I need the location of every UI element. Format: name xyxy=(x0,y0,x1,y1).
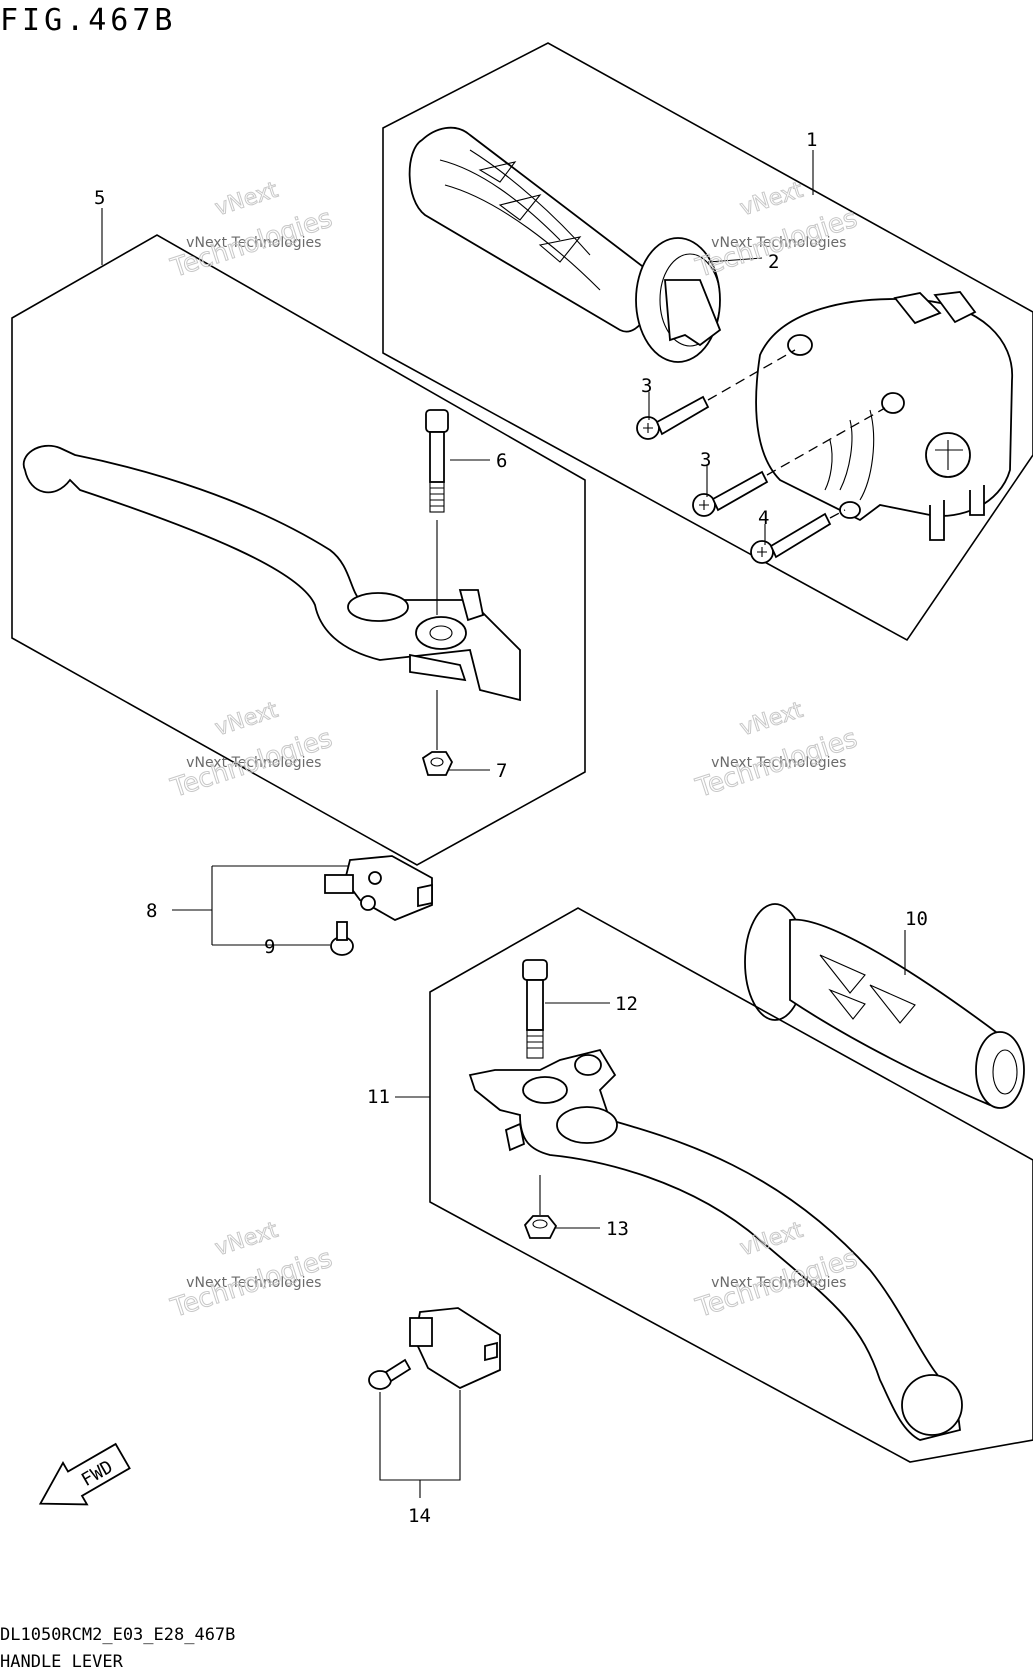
screw-9 xyxy=(330,921,354,956)
callout-3b: 3 xyxy=(700,449,711,471)
watermark-top-left: vNext vNext Technologies Technologies xyxy=(166,177,336,284)
callout-8: 8 xyxy=(146,900,157,922)
svg-text:vNext: vNext xyxy=(212,1218,281,1262)
callout-5: 5 xyxy=(94,187,105,209)
watermark-bottom-left: vNext vNext Technologies Technologies xyxy=(166,1217,336,1324)
svg-text:vNext: vNext xyxy=(737,698,806,742)
svg-text:vNext: vNext xyxy=(212,178,281,222)
left-grip-10 xyxy=(744,903,1025,1109)
screw-3-upper xyxy=(636,349,796,440)
svg-text:vNext Technologies: vNext Technologies xyxy=(711,235,846,251)
assembly-box-5 xyxy=(11,234,586,866)
svg-text:vNext Technologies: vNext Technologies xyxy=(186,755,321,771)
brake-lever xyxy=(22,444,521,702)
nut-7 xyxy=(421,690,454,776)
callout-10: 10 xyxy=(905,908,928,930)
svg-text:vNext Technologies: vNext Technologies xyxy=(711,755,846,771)
assembly-box-11 xyxy=(429,907,1033,1463)
brake-switch-8 xyxy=(324,855,433,921)
screw-4 xyxy=(750,509,846,564)
bolt-12 xyxy=(522,959,548,1059)
clutch-lever xyxy=(468,1048,963,1441)
callout-2: 2 xyxy=(768,251,779,273)
assembly-box-1 xyxy=(382,42,1033,642)
svg-text:vNext: vNext xyxy=(212,698,281,742)
callout-1: 1 xyxy=(806,129,817,151)
watermark-top-right: vNext vNext Technologies Technologies xyxy=(691,177,861,284)
svg-text:vNext Technologies: vNext Technologies xyxy=(186,235,321,251)
bolt-6 xyxy=(425,409,449,615)
fwd-arrow: FWD xyxy=(38,1442,131,1506)
callout-13: 13 xyxy=(606,1218,629,1240)
nut-13 xyxy=(523,1175,558,1239)
figure-caption: HANDLE LEVER xyxy=(0,1652,124,1672)
throttle-housing xyxy=(755,291,1013,541)
callout-3a: 3 xyxy=(641,375,652,397)
figure-title: FIG.467B xyxy=(0,3,177,38)
callout-9: 9 xyxy=(264,936,275,958)
clutch-switch-14 xyxy=(409,1307,501,1390)
callout-7: 7 xyxy=(496,760,507,782)
callout-12: 12 xyxy=(615,993,638,1015)
watermark-mid-right: vNext vNext Technologies Technologies xyxy=(691,697,861,804)
svg-text:vNext: vNext xyxy=(737,178,806,222)
throttle-grip xyxy=(408,126,722,363)
callout-4: 4 xyxy=(758,507,769,529)
callout-11: 11 xyxy=(367,1086,390,1108)
model-code: DL1050RCM2_E03_E28_467B xyxy=(0,1625,235,1645)
svg-text:vNext Technologies: vNext Technologies xyxy=(711,1275,846,1291)
svg-text:vNext Technologies: vNext Technologies xyxy=(186,1275,321,1291)
callout-labels: 1 2 3 3 4 5 6 7 8 9 10 11 12 13 14 xyxy=(94,129,928,1527)
callout-6: 6 xyxy=(496,450,507,472)
callout-14: 14 xyxy=(408,1505,431,1527)
screw-14 xyxy=(368,1358,412,1390)
leader-lines xyxy=(101,150,906,1498)
screw-3-lower xyxy=(692,407,886,517)
watermark-mid-left: vNext vNext Technologies Technologies xyxy=(166,697,336,804)
